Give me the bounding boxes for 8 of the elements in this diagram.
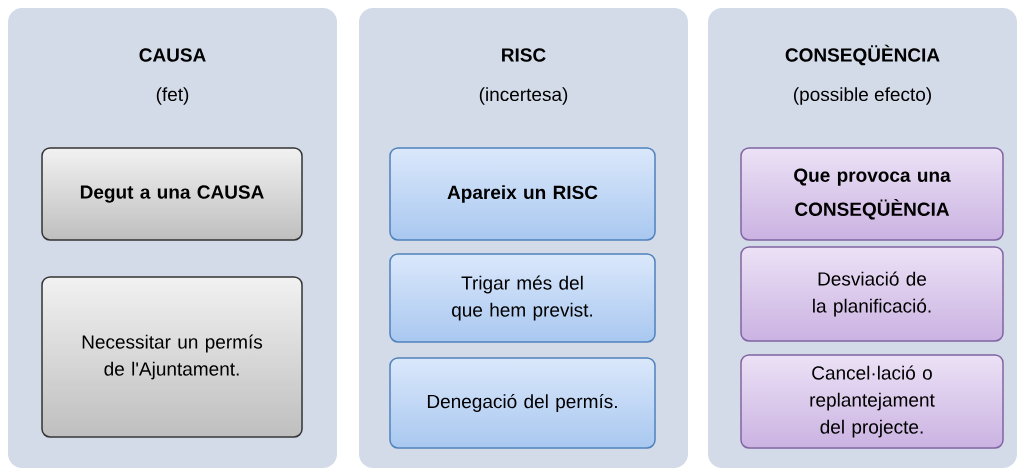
text-box: Apareix un RISC <box>389 147 656 241</box>
text-box: Degut a una CAUSA <box>41 147 303 241</box>
text-box: Denegació del permís. <box>389 357 656 449</box>
text-box: Que provoca una CONSEQÜÈNCIA <box>740 147 1004 241</box>
text-box: Cancel·lació o replantejament del projecte. <box>740 354 1004 449</box>
text-box: Trigar més del que hem previst. <box>389 253 656 343</box>
text-box: Desviació de la planificació. <box>740 246 1004 342</box>
text-box: Necessitar un permís de l'Ajuntament. <box>41 276 303 438</box>
